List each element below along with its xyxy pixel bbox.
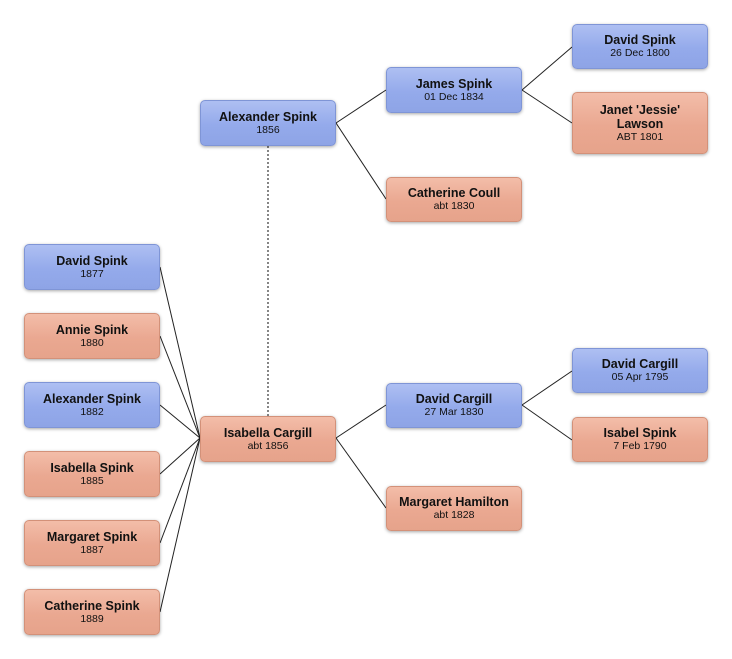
child-david-spink[interactable]: David Spink 1877 bbox=[24, 244, 160, 290]
person-alexander-spink-1856[interactable]: Alexander Spink 1856 bbox=[200, 100, 336, 146]
person-date: abt 1830 bbox=[433, 200, 475, 212]
connector-line bbox=[159, 437, 201, 475]
person-name: David Cargill bbox=[415, 392, 493, 406]
child-annie-spink[interactable]: Annie Spink 1880 bbox=[24, 313, 160, 359]
connector-line bbox=[521, 46, 573, 91]
person-date: 05 Apr 1795 bbox=[611, 371, 669, 383]
person-david-cargill-1795[interactable]: David Cargill 05 Apr 1795 bbox=[572, 348, 708, 393]
person-isabella-cargill-1856[interactable]: Isabella Cargill abt 1856 bbox=[200, 416, 336, 462]
person-name: Annie Spink bbox=[55, 322, 129, 337]
connector-line bbox=[335, 437, 387, 509]
person-name: Alexander Spink bbox=[219, 109, 317, 124]
person-name: Isabella Spink bbox=[50, 460, 134, 475]
child-catherine-spink[interactable]: Catherine Spink 1889 bbox=[24, 589, 160, 635]
connector-line bbox=[521, 370, 573, 406]
child-isabella-spink[interactable]: Isabella Spink 1885 bbox=[24, 451, 160, 497]
person-name: Margaret Spink bbox=[46, 529, 138, 544]
person-date: abt 1856 bbox=[247, 439, 289, 452]
person-name: David Spink bbox=[56, 253, 128, 268]
person-name: David Spink bbox=[604, 33, 676, 47]
person-date: 1887 bbox=[80, 543, 104, 556]
person-catherine-coull[interactable]: Catherine Coull abt 1830 bbox=[386, 177, 522, 222]
person-name: Alexander Spink bbox=[43, 391, 141, 406]
person-name: Isabella Cargill bbox=[223, 425, 313, 440]
person-date: 1889 bbox=[80, 612, 104, 625]
person-date: 1880 bbox=[80, 336, 104, 349]
person-name: Janet 'Jessie' Lawson bbox=[599, 102, 681, 131]
person-name: Margaret Hamilton bbox=[399, 495, 509, 509]
person-isabel-spink[interactable]: Isabel Spink 7 Feb 1790 bbox=[572, 417, 708, 462]
person-name: Catherine Coull bbox=[407, 186, 501, 200]
person-date: 1877 bbox=[80, 267, 104, 280]
person-date: 01 Dec 1834 bbox=[424, 90, 484, 103]
person-david-spink-1800[interactable]: David Spink 26 Dec 1800 bbox=[572, 24, 708, 69]
person-date: 1885 bbox=[80, 474, 104, 487]
person-name: James Spink bbox=[415, 76, 493, 91]
connector-line bbox=[159, 335, 201, 439]
person-margaret-hamilton[interactable]: Margaret Hamilton abt 1828 bbox=[386, 486, 522, 531]
person-david-cargill-1830[interactable]: David Cargill 27 Mar 1830 bbox=[386, 383, 522, 428]
person-janet-jessie-lawson[interactable]: Janet 'Jessie' Lawson ABT 1801 bbox=[572, 92, 708, 154]
connector-line bbox=[335, 89, 387, 124]
person-date: 27 Mar 1830 bbox=[424, 406, 484, 418]
person-james-spink[interactable]: James Spink 01 Dec 1834 bbox=[386, 67, 522, 113]
person-name: Isabel Spink bbox=[603, 426, 677, 440]
person-date: 1856 bbox=[256, 123, 280, 136]
child-margaret-spink[interactable]: Margaret Spink 1887 bbox=[24, 520, 160, 566]
connector-line bbox=[159, 437, 201, 613]
connector-line bbox=[159, 266, 201, 439]
person-name: Catherine Spink bbox=[44, 598, 140, 613]
connector-line bbox=[159, 437, 201, 544]
person-date: abt 1828 bbox=[433, 509, 475, 521]
person-date: 1882 bbox=[80, 405, 104, 418]
child-alexander-spink[interactable]: Alexander Spink 1882 bbox=[24, 382, 160, 428]
person-date: 7 Feb 1790 bbox=[613, 440, 667, 452]
person-date: 26 Dec 1800 bbox=[610, 47, 670, 59]
person-date: ABT 1801 bbox=[616, 130, 664, 143]
connector-line bbox=[335, 404, 387, 439]
connector-line bbox=[335, 122, 387, 200]
connector-line bbox=[521, 89, 573, 124]
connector-line bbox=[159, 404, 201, 439]
connector-line bbox=[521, 404, 573, 441]
person-name: David Cargill bbox=[601, 357, 679, 371]
